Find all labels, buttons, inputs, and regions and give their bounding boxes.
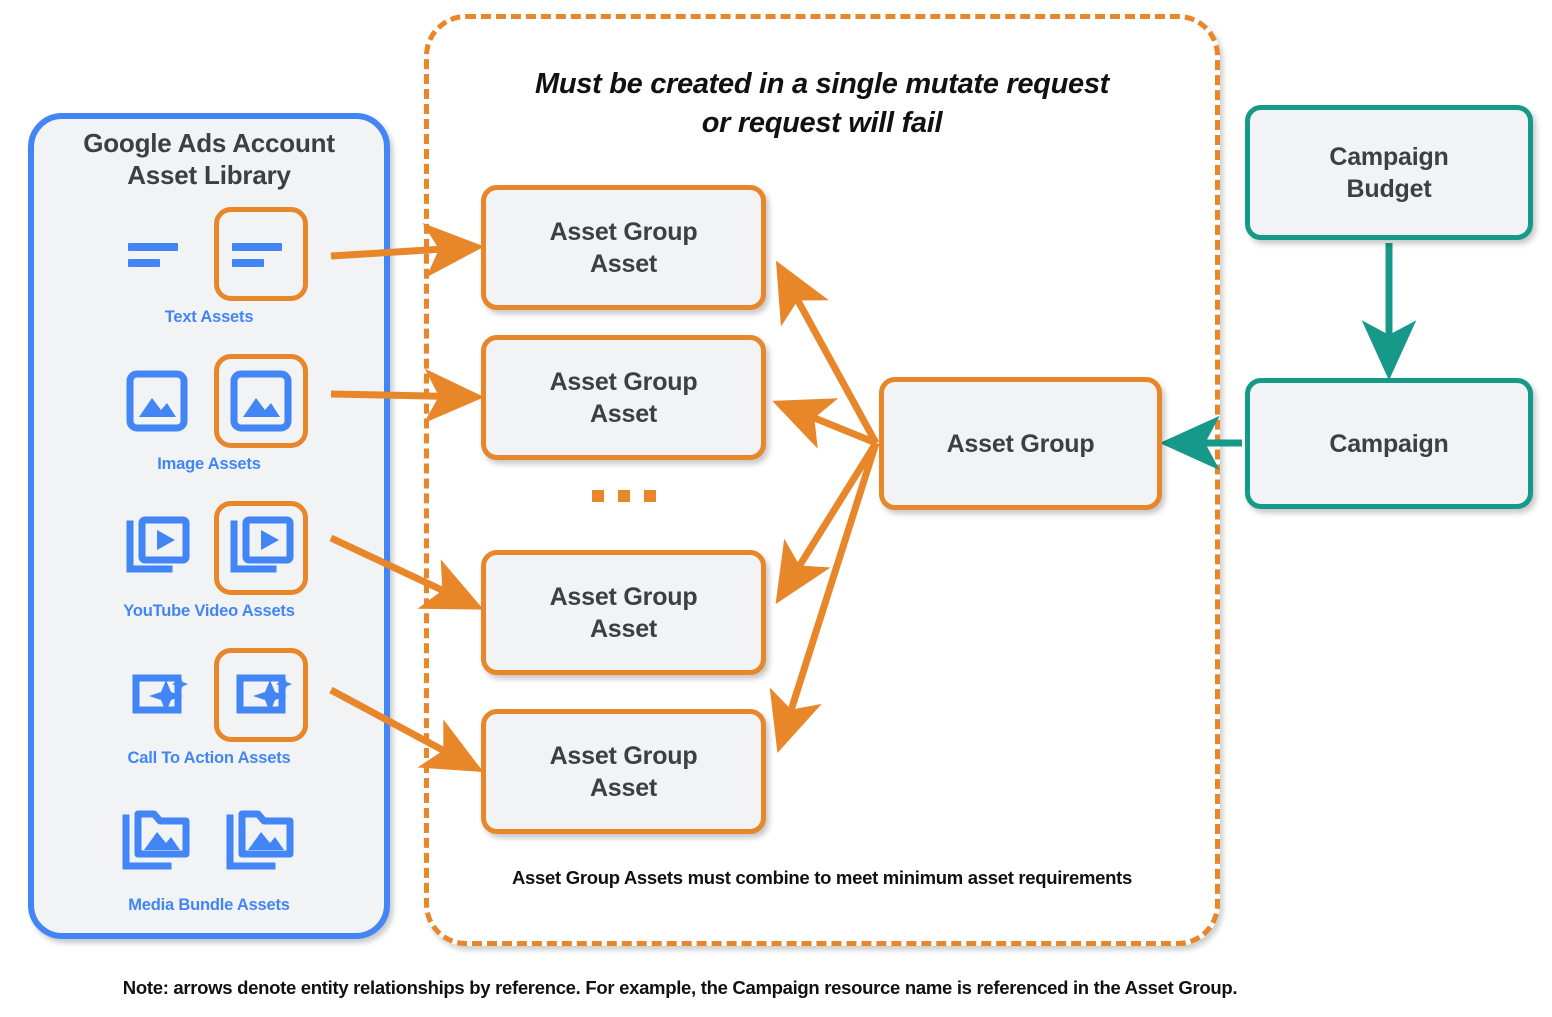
text-lines-icon-selected[interactable] [214, 207, 308, 301]
image-icon-glyph [230, 370, 292, 432]
asset-group-asset-label-line2: Asset [589, 614, 658, 643]
campaign-budget-label-line2: Budget [1346, 174, 1432, 203]
image-icon-selected[interactable] [214, 354, 308, 448]
campaign-budget-node[interactable]: Campaign Budget [1245, 105, 1533, 240]
image-icon [110, 354, 204, 448]
call-to-action-icon-selected[interactable] [214, 648, 308, 742]
asset-group-asset-label-line2: Asset [589, 399, 658, 428]
asset-caption-text: Text Assets [164, 308, 254, 326]
media-bundle-icon-2 [214, 795, 308, 889]
asset-group-asset-label-line1: Asset Group [549, 582, 698, 611]
asset-group-asset-label-line2: Asset [589, 249, 658, 278]
media-bundle-icon-glyph [226, 810, 294, 870]
text-lines-icon-glyph [232, 243, 282, 267]
asset-group-asset-label-line2: Asset [589, 773, 658, 802]
campaign-node[interactable]: Campaign [1245, 378, 1533, 509]
ellipsis-dot-2 [617, 490, 630, 502]
text-lines-icon-glyph [128, 243, 178, 267]
mutate-footnote: Asset Group Assets must combine to meet … [512, 867, 1132, 888]
asset-library-title-line2: Asset Library [127, 159, 291, 190]
campaign-budget-label-line1: Campaign [1329, 142, 1449, 171]
asset-group-asset-label-line1: Asset Group [549, 741, 698, 770]
video-stack-icon-glyph [230, 516, 294, 573]
asset-row-image: Image Assets [34, 349, 384, 489]
asset-caption-media-bundle: Media Bundle Assets [128, 896, 290, 914]
asset-caption-image: Image Assets [157, 455, 261, 473]
asset-icons-cta [34, 643, 384, 747]
asset-icons-text [34, 202, 384, 306]
asset-group-asset-node-1[interactable]: Asset Group Asset [481, 185, 766, 310]
asset-group-asset-label-line1: Asset Group [549, 367, 698, 396]
asset-row-media-bundle: Media Bundle Assets [34, 790, 384, 930]
media-bundle-icon [110, 795, 204, 889]
asset-row-video: YouTube Video Assets [34, 496, 384, 636]
asset-group-node[interactable]: Asset Group [879, 377, 1162, 510]
call-to-action-icon-glyph [132, 674, 188, 714]
asset-group-label: Asset Group [946, 429, 1095, 458]
mutate-title-line1: Must be created in a single mutate reque… [535, 68, 1109, 100]
call-to-action-icon-glyph [236, 674, 292, 714]
asset-group-asset-label-4: Asset Group Asset [550, 740, 698, 804]
ellipsis-dot-1 [591, 490, 604, 502]
asset-row-cta: Call To Action Assets [34, 643, 384, 783]
asset-row-text: Text Assets [34, 202, 384, 342]
asset-caption-video: YouTube Video Assets [123, 602, 295, 620]
asset-library-panel: Google Ads Account Asset Library [28, 113, 390, 939]
asset-group-asset-label-1: Asset Group Asset [550, 216, 698, 280]
text-lines-icon [110, 207, 204, 301]
asset-group-asset-label-3: Asset Group Asset [550, 581, 698, 645]
asset-group-asset-node-2[interactable]: Asset Group Asset [481, 335, 766, 460]
campaign-label: Campaign [1329, 429, 1449, 458]
mutate-title-line2: or request will fail [701, 106, 943, 139]
asset-icons-image [34, 349, 384, 453]
image-icon-glyph [126, 370, 188, 432]
video-stack-icon-selected[interactable] [214, 501, 308, 595]
asset-group-asset-label-line1: Asset Group [549, 217, 698, 246]
asset-library-title-line1: Google Ads Account [83, 128, 335, 158]
call-to-action-icon [110, 648, 204, 742]
media-bundle-icon-glyph [122, 810, 190, 870]
asset-icons-video [34, 496, 384, 600]
diagram-note: Note: arrows denote entity relationships… [122, 977, 1238, 998]
asset-group-asset-label-2: Asset Group Asset [550, 366, 698, 430]
asset-group-asset-node-3[interactable]: Asset Group Asset [481, 550, 766, 675]
asset-group-asset-node-4[interactable]: Asset Group Asset [481, 709, 766, 834]
video-stack-icon [110, 501, 204, 595]
asset-caption-cta: Call To Action Assets [127, 749, 291, 767]
ellipsis-dot-3 [643, 490, 656, 502]
asset-group-asset-ellipsis [481, 490, 766, 502]
asset-icons-media-bundle [34, 790, 384, 894]
asset-library-title: Google Ads Account Asset Library [34, 128, 384, 191]
campaign-budget-label: Campaign Budget [1329, 141, 1448, 205]
mutate-request-title: Must be created in a single mutate reque… [469, 65, 1175, 142]
video-stack-icon-glyph [126, 516, 190, 573]
